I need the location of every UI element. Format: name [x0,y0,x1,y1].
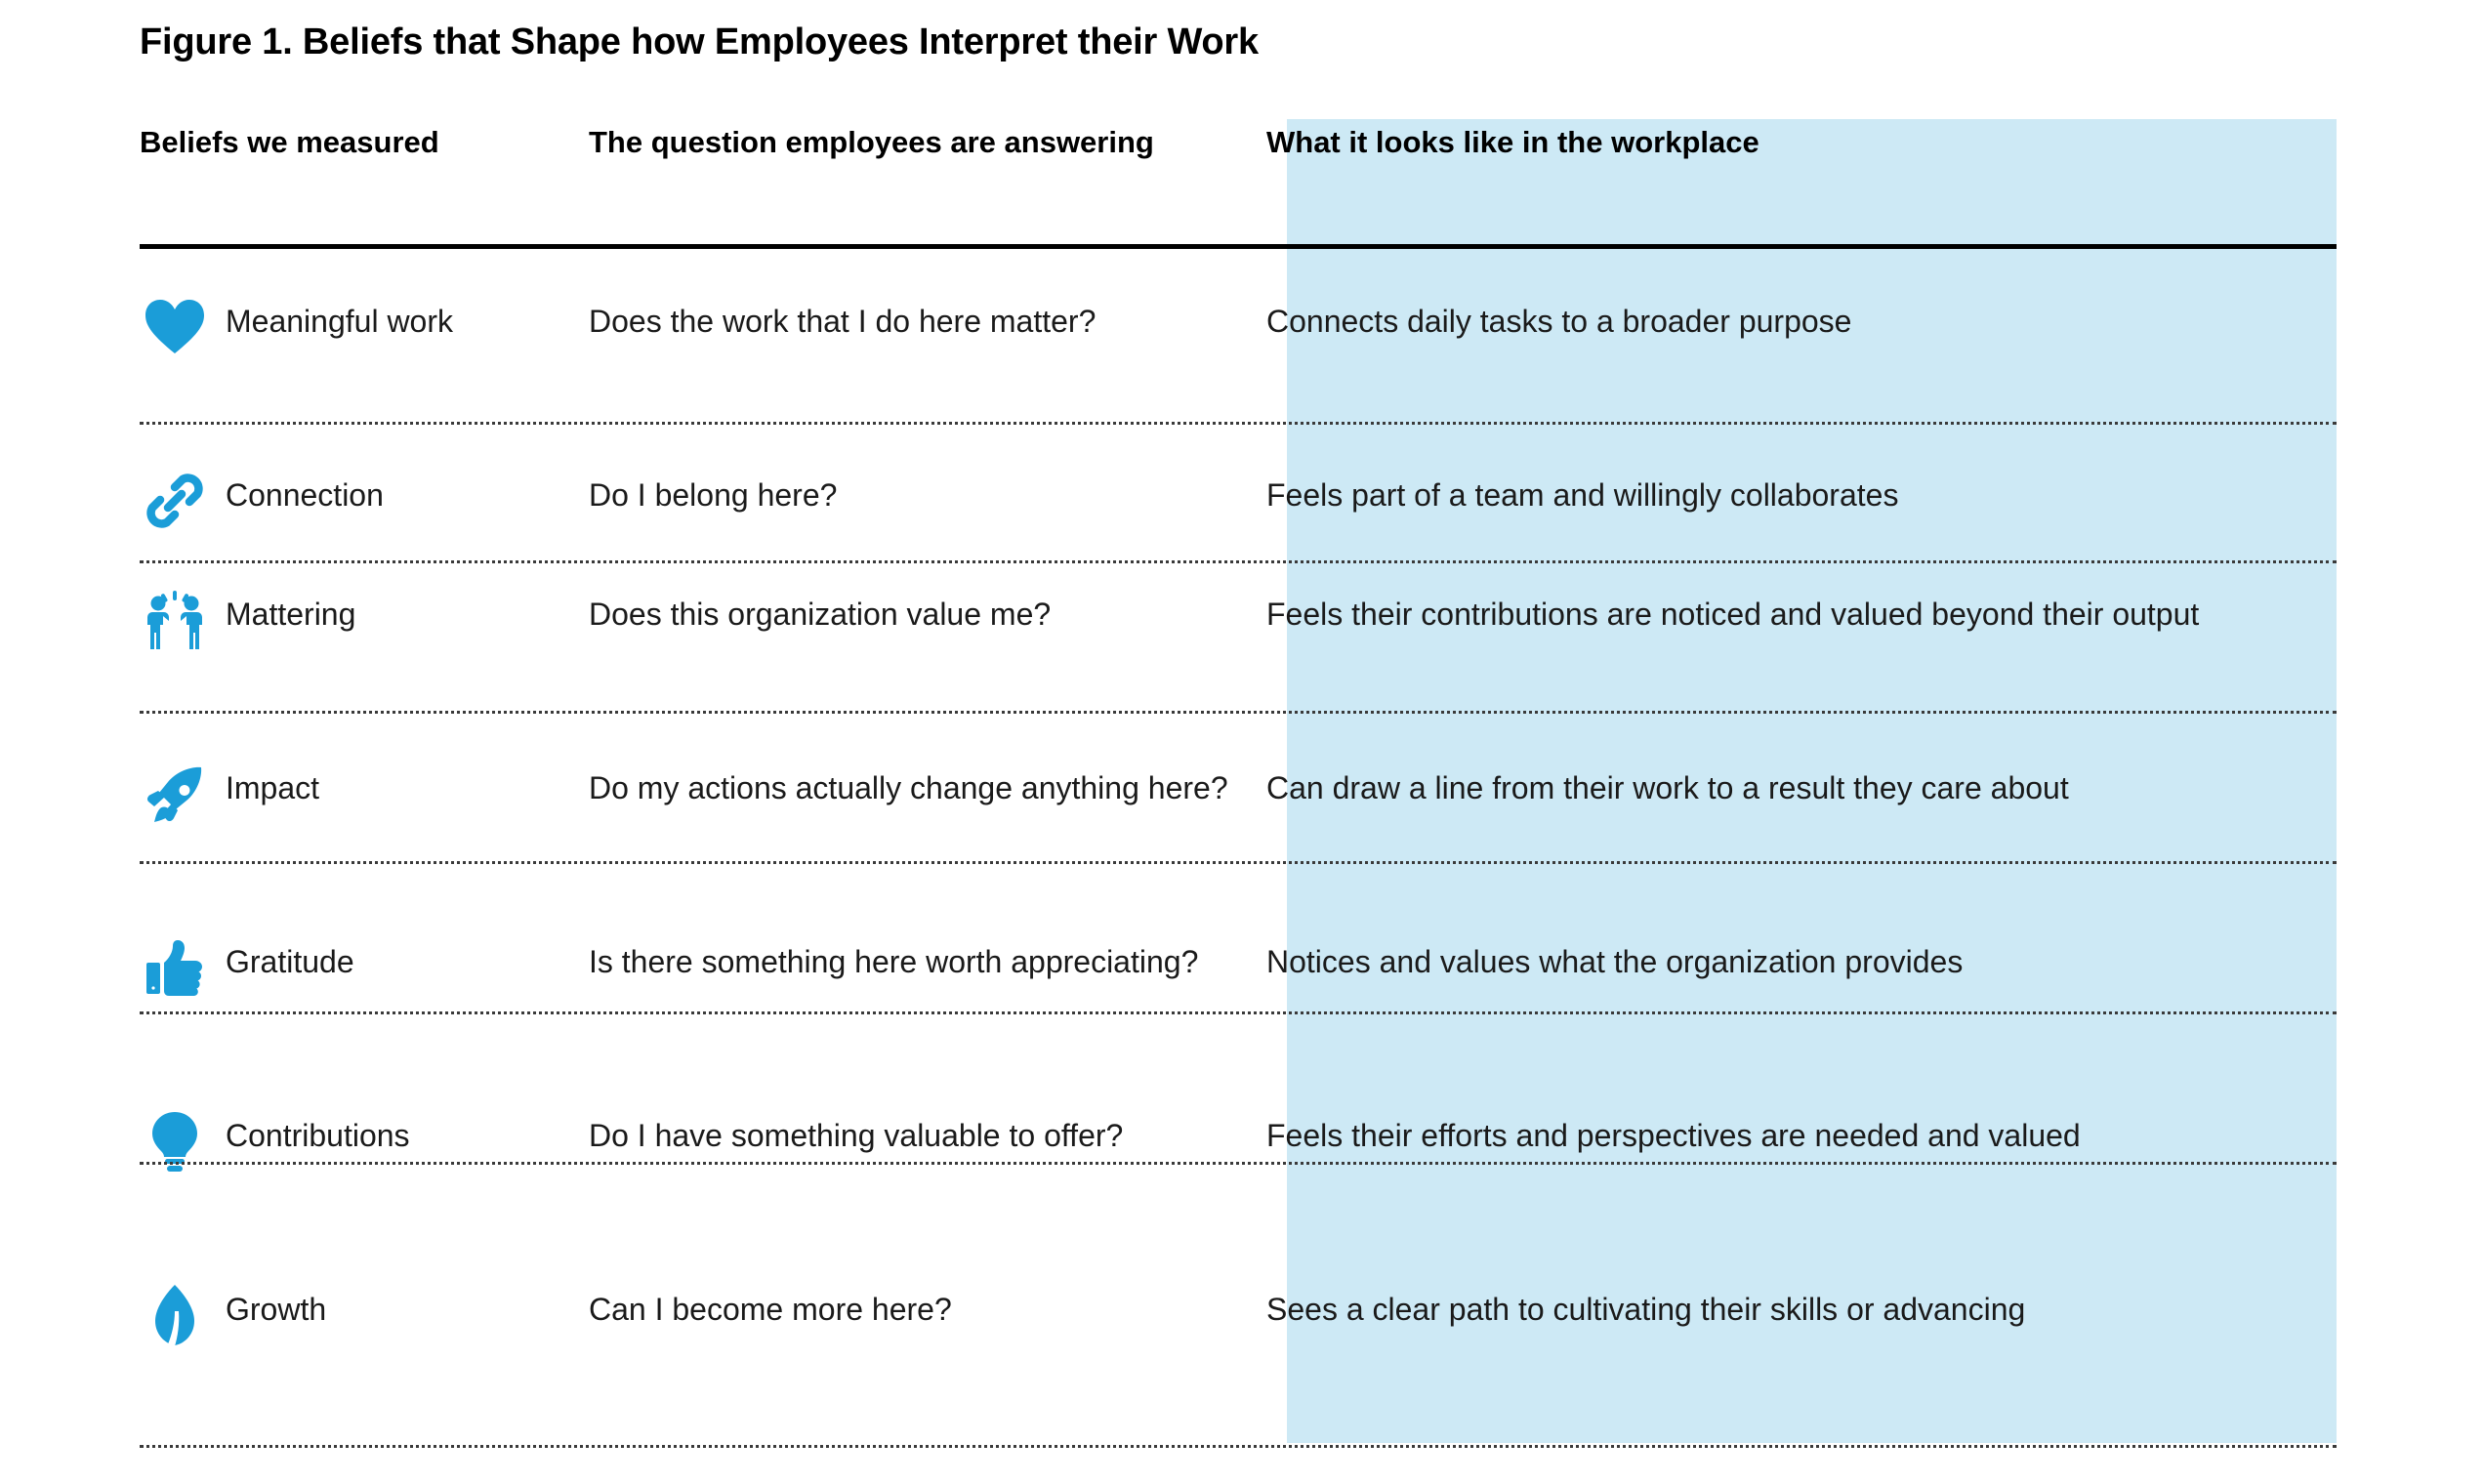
belief-cell: Growth [140,1283,589,1347]
row-divider [140,1011,2337,1014]
table-row: Impact Do my actions actually change any… [140,736,2337,910]
rocket-icon [140,762,210,826]
workplace-cell: Notices and values what the organization… [1266,944,1964,979]
belief-cell: Contributions [140,1109,589,1174]
belief-label: Meaningful work [226,304,453,339]
belief-cell: Connection [140,469,589,533]
workplace-column-highlight [1287,119,2337,1443]
row-divider [140,711,2337,714]
belief-cell: Meaningful work [140,295,589,359]
table-row: Meaningful work Does the work that I do … [140,269,2337,443]
column-header-question: The question employees are answering [589,125,1154,159]
question-cell: Do I have something valuable to offer? [589,1118,1124,1153]
question-cell: Do my actions actually change anything h… [589,770,1228,805]
row-divider [140,1162,2337,1165]
workplace-cell: Sees a clear path to cultivating their s… [1266,1292,2026,1327]
workplace-cell: Feels part of a team and willingly colla… [1266,477,1899,513]
belief-label: Connection [226,477,384,513]
heart-icon [140,295,210,359]
belief-cell: Impact [140,762,589,826]
workplace-cell: Feels their efforts and perspectives are… [1266,1118,2081,1153]
beliefs-table-body: Meaningful work Does the work that I do … [140,269,2337,1448]
workplace-cell: Can draw a line from their work to a res… [1266,770,2069,805]
workplace-cell: Connects daily tasks to a broader purpos… [1266,304,1852,339]
thumbs-up-icon [140,935,210,1000]
question-cell: Does the work that I do here matter? [589,304,1097,339]
belief-cell: Mattering [140,588,589,652]
row-divider [140,560,2337,563]
link-icon [140,469,210,533]
header-divider [140,244,2337,249]
question-cell: Do I belong here? [589,477,838,513]
belief-label: Gratitude [226,944,354,979]
table-row: Connection Do I belong here? Feels part … [140,443,2337,562]
workplace-cell: Feels their contributions are noticed an… [1266,597,2200,632]
belief-label: Mattering [226,597,356,632]
row-divider [140,861,2337,864]
belief-cell: Gratitude [140,935,589,1000]
row-divider [140,422,2337,425]
table-header-row: Beliefs we measured The question employe… [140,123,2337,180]
table-row: Mattering Does this organization value m… [140,562,2337,736]
question-cell: Can I become more here? [589,1292,952,1327]
table-row: Growth Can I become more here? Sees a cl… [140,1257,2337,1431]
table-bottom-divider [140,1445,2337,1448]
beliefs-table: Beliefs we measured The question employe… [140,123,2337,180]
belief-label: Growth [226,1292,327,1327]
leaf-icon [140,1283,210,1347]
figure-title: Figure 1. Beliefs that Shape how Employe… [140,21,1259,62]
column-header-beliefs: Beliefs we measured [140,125,439,159]
table-row: Gratitude Is there something here worth … [140,910,2337,1084]
column-header-workplace: What it looks like in the workplace [1266,125,1759,159]
question-cell: Does this organization value me? [589,597,1052,632]
high-five-people-icon [140,588,210,652]
belief-label: Impact [226,770,320,805]
belief-label: Contributions [226,1118,410,1153]
table-row: Contributions Do I have something valuab… [140,1084,2337,1257]
question-cell: Is there something here worth appreciati… [589,944,1199,979]
